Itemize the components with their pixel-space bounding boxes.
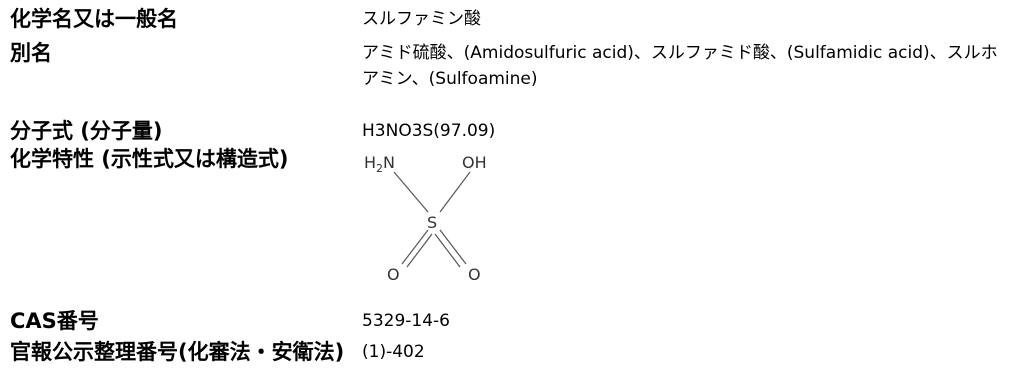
structural-formula-svg: H2N OH S O O (364, 153, 487, 284)
bond-s-o-right-b (434, 233, 461, 268)
atom-oxygen-right: O (468, 265, 481, 284)
chemical-name-value: スルファミン酸 (362, 9, 481, 29)
aliases-row: 別名 アミド硫酸、(Amidosulfuric acid)、スルファミド酸、(S… (0, 40, 1012, 92)
registry-row: 官報公示整理番号(化審法・安衛法) (1)-402 (0, 339, 1012, 365)
formula-label: 分子式 (分子量) (10, 119, 163, 143)
bond-s-o-left-b (406, 233, 433, 268)
atom-amine: H2N (364, 153, 395, 175)
formula-row: 分子式 (分子量) H3NO3S(97.09) (0, 118, 1012, 144)
formula-value: H3NO3S(97.09) (362, 121, 496, 141)
chemical-name-label: 化学名又は一般名 (10, 7, 178, 31)
bond-n-s (393, 171, 429, 213)
structure-diagram: H2N OH S O O (362, 146, 1012, 288)
bond-s-o-left-a (401, 229, 429, 265)
structure-row: 化学特性 (示性式又は構造式) H2N OH S O O (0, 146, 1012, 288)
bond-s-o-right-a (439, 229, 467, 265)
cas-row: CAS番号 5329-14-6 (0, 308, 1012, 334)
aliases-label: 別名 (10, 41, 52, 65)
atom-sulfur: S (427, 213, 437, 232)
atom-oxygen-left: O (387, 265, 400, 284)
registry-label: 官報公示整理番号(化審法・安衛法) (10, 340, 345, 364)
atom-hydroxyl: OH (462, 153, 487, 172)
bond-oh-s (439, 171, 471, 213)
aliases-value: アミド硫酸、(Amidosulfuric acid)、スルファミド酸、(Sulf… (362, 43, 998, 89)
chemical-name-row: 化学名又は一般名 スルファミン酸 (0, 6, 1012, 32)
registry-value: (1)-402 (362, 342, 425, 362)
cas-label: CAS番号 (10, 309, 99, 333)
structure-label: 化学特性 (示性式又は構造式) (10, 147, 289, 171)
cas-value: 5329-14-6 (362, 311, 450, 331)
